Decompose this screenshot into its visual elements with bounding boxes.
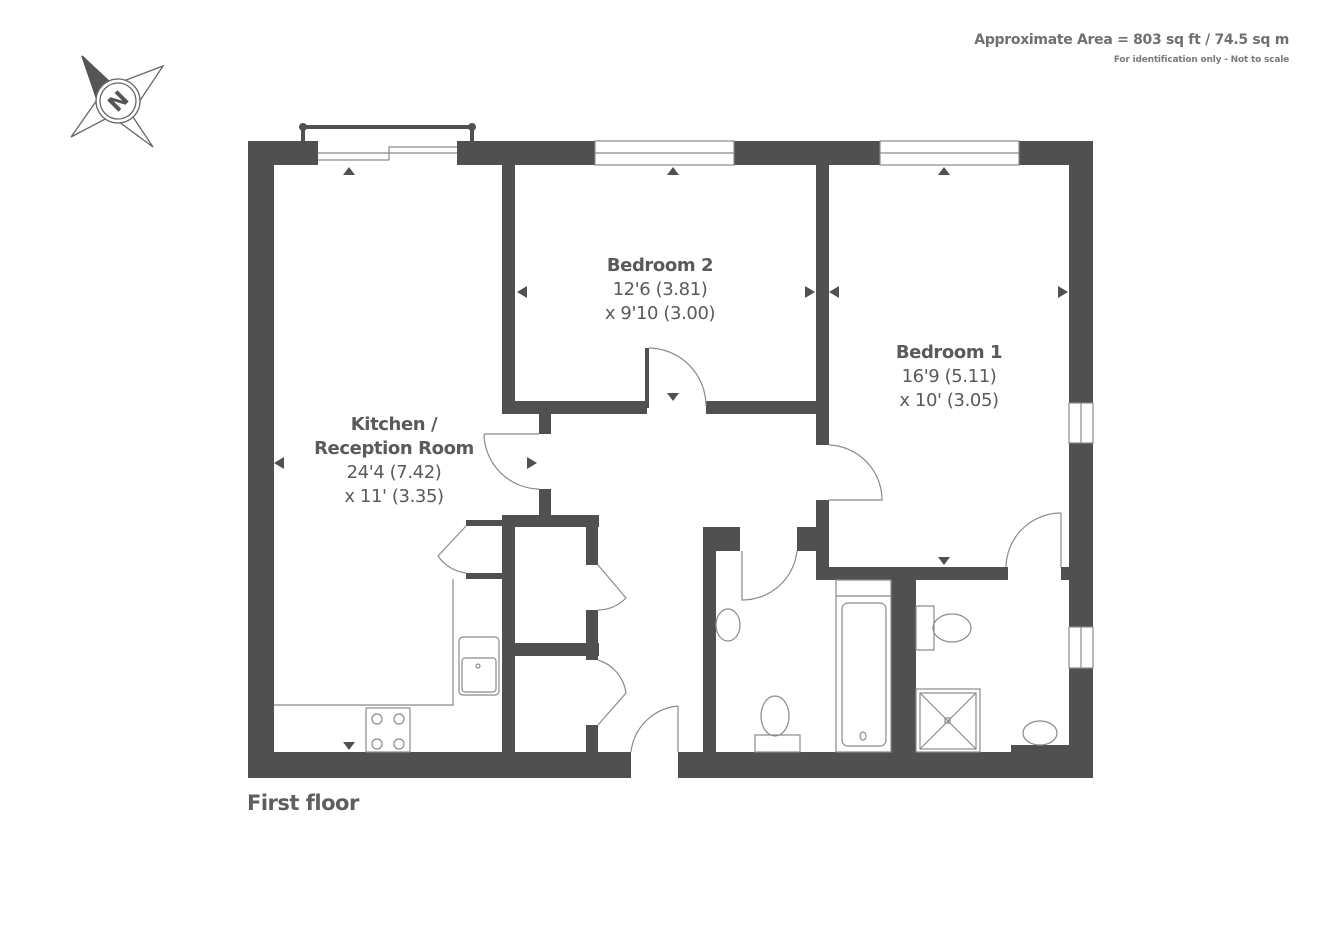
room-label-kitchen-reception: Kitchen / Reception Room 24'4 (7.42) x 1… bbox=[300, 413, 488, 509]
room-dimension-length: 12'6 (3.81) bbox=[612, 279, 708, 300]
dimension-arrows bbox=[274, 167, 1068, 750]
room-name: Kitchen / bbox=[350, 414, 438, 435]
room-dimension-width: x 10' (3.05) bbox=[899, 390, 999, 411]
room-dimension-length: 16'9 (5.11) bbox=[901, 366, 997, 387]
room-name-line2: Reception Room bbox=[314, 438, 474, 459]
floor-label: First floor bbox=[247, 791, 359, 815]
room-dimension-width: x 9'10 (3.00) bbox=[604, 303, 716, 324]
walls bbox=[248, 141, 1093, 778]
room-dimension-length: 24'4 (7.42) bbox=[346, 462, 442, 483]
scale-disclaimer: For identification only - Not to scale bbox=[1113, 55, 1289, 65]
room-dimension-width: x 11' (3.35) bbox=[344, 486, 444, 507]
approximate-area: Approximate Area = 803 sq ft / 74.5 sq m bbox=[974, 32, 1289, 48]
room-label-bedroom-2: Bedroom 2 12'6 (3.81) x 9'10 (3.00) bbox=[580, 254, 740, 326]
compass-north-icon: N bbox=[70, 55, 165, 148]
room-label-bedroom-1: Bedroom 1 16'9 (5.11) x 10' (3.05) bbox=[874, 341, 1024, 413]
room-name: Bedroom 2 bbox=[606, 255, 714, 276]
room-name: Bedroom 1 bbox=[895, 342, 1003, 363]
fixtures bbox=[274, 123, 1094, 753]
